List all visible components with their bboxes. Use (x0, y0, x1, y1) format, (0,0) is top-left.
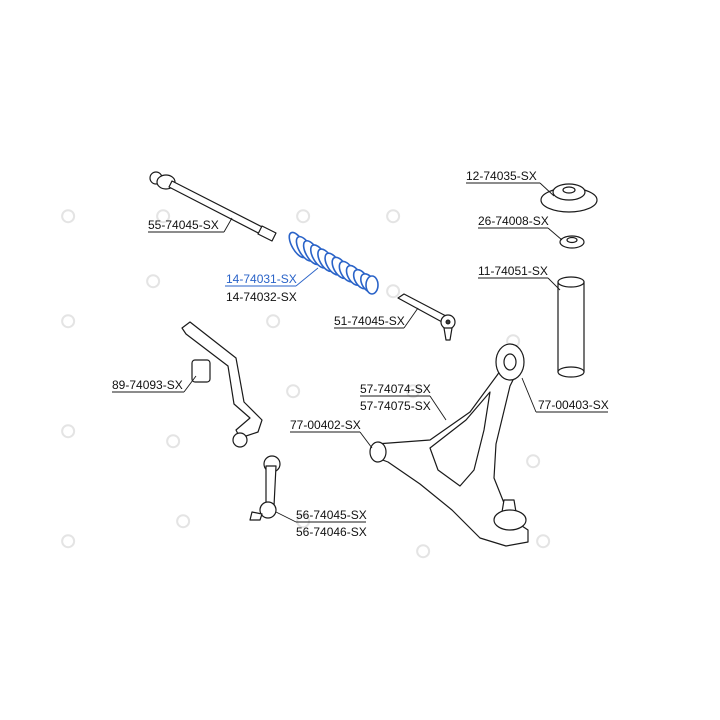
watermark-logo (406, 384, 421, 399)
label-77-00402[interactable]: 77-00402-SX (290, 418, 361, 432)
strut-bearing (559, 235, 585, 249)
watermark-layer (61, 209, 551, 559)
watermark-logo (386, 284, 401, 299)
lower-control-arm (369, 343, 529, 547)
leader-lines (112, 182, 608, 523)
label-89-74093[interactable]: 89-74093-SX (112, 378, 183, 392)
watermark-logo (416, 544, 431, 559)
stabilizer-link (249, 455, 281, 521)
label-14-74032[interactable]: 14-74032-SX (226, 290, 297, 304)
watermark-logo (176, 514, 191, 529)
inner-tie-rod (149, 171, 277, 242)
label-77-00403[interactable]: 77-00403-SX (538, 398, 609, 412)
steering-rack-boot (288, 231, 379, 295)
watermark-logo (526, 454, 541, 469)
part-number-labels: 55-74045-SX 14-74031-SX 14-74032-SX 51-7… (112, 169, 609, 539)
tie-rod-end (397, 293, 456, 341)
watermark-logo (266, 314, 281, 329)
label-26-74008[interactable]: 26-74008-SX (478, 214, 549, 228)
label-12-74035[interactable]: 12-74035-SX (466, 169, 537, 183)
strut-mount (540, 183, 598, 213)
watermark-logo (61, 424, 76, 439)
stabilizer-bar (181, 321, 263, 448)
label-56-74045[interactable]: 56-74045-SX (296, 508, 367, 522)
watermark-logo (296, 209, 311, 224)
watermark-logo (286, 384, 301, 399)
label-57-74075[interactable]: 57-74075-SX (360, 399, 431, 413)
watermark-logo (156, 209, 171, 224)
label-14-74031[interactable]: 14-74031-SX (226, 272, 297, 286)
watermark-logo (61, 534, 76, 549)
label-51-74045[interactable]: 51-74045-SX (334, 314, 405, 328)
label-56-74046[interactable]: 56-74046-SX (296, 525, 367, 539)
label-55-74045[interactable]: 55-74045-SX (148, 218, 219, 232)
watermark-logo (61, 209, 76, 224)
label-11-74051[interactable]: 11-74051-SX (478, 264, 548, 278)
watermark-logo (296, 514, 311, 529)
label-57-74074[interactable]: 57-74074-SX (360, 382, 431, 396)
watermark-logo (166, 434, 181, 449)
watermark-logo (536, 534, 551, 549)
watermark-logo (146, 274, 161, 289)
watermark-logo (386, 209, 401, 224)
strut-dust-boot (557, 276, 585, 378)
watermark-logo (61, 314, 76, 329)
